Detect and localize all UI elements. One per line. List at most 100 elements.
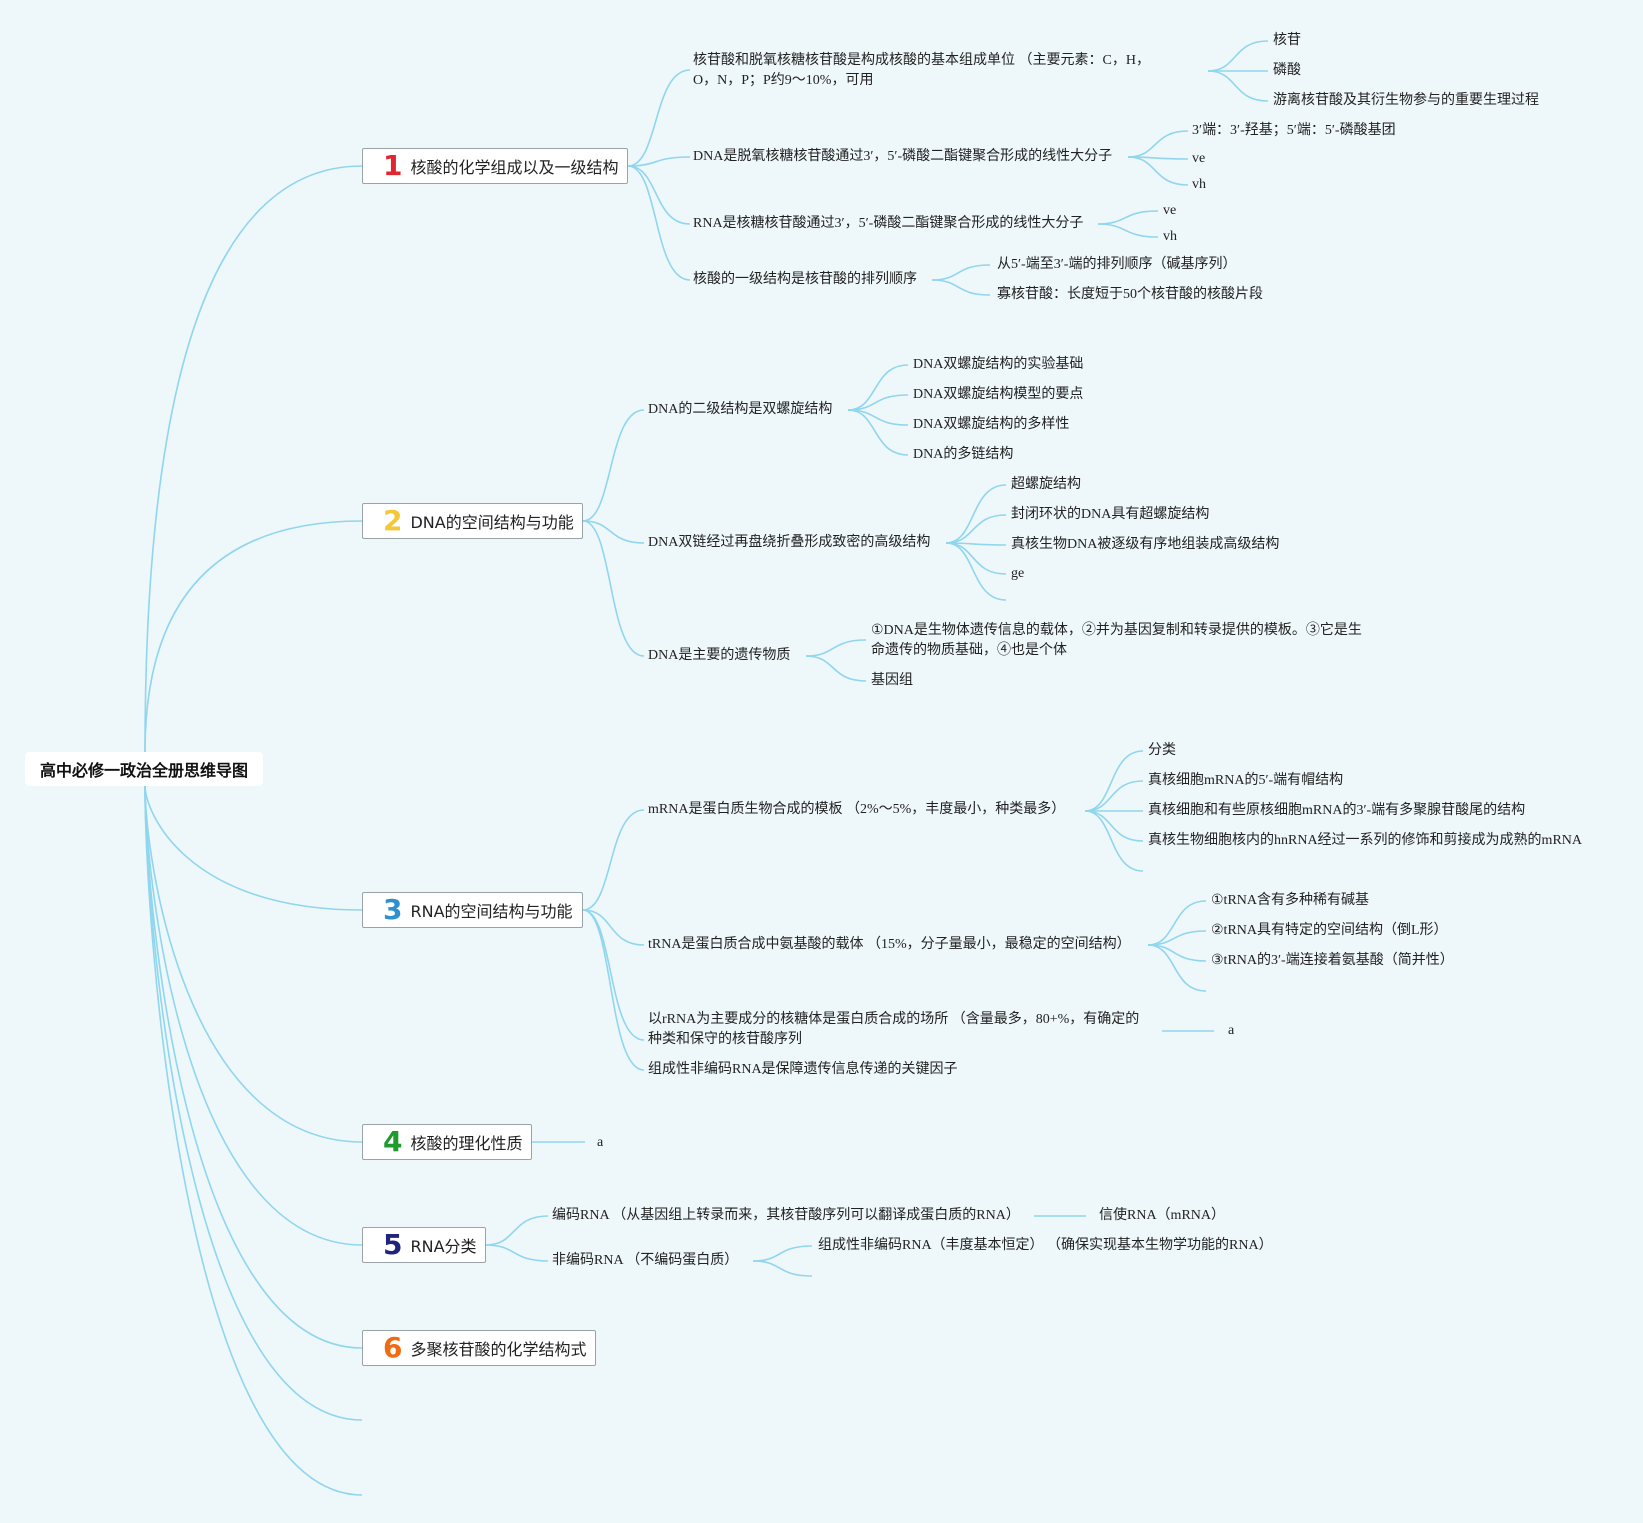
topic-6[interactable]: 6 多聚核苷酸的化学结构式: [362, 1330, 596, 1366]
topic-6-label: 多聚核苷酸的化学结构式: [410, 1340, 587, 1359]
t2-b1-child[interactable]: DNA双螺旋结构的实验基础: [913, 357, 1084, 372]
root-connector: [144, 785, 363, 1496]
root-connector: [144, 785, 363, 1349]
root-connector: [144, 785, 363, 1143]
t1-b1-child[interactable]: 核苷: [1273, 33, 1301, 48]
t3-b3-child[interactable]: a: [1228, 1023, 1235, 1038]
connector-line: [931, 264, 991, 281]
topic-2-label: DNA的空间结构与功能: [410, 513, 574, 532]
t3-b1-child[interactable]: 真核细胞和有些原核细胞mRNA的3′-端有多聚腺苷酸尾的结构: [1148, 803, 1526, 818]
topic-4-number: 4: [383, 1125, 403, 1158]
t1-b4-child[interactable]: 从5′-端至3′-端的排列顺序（碱基序列）: [997, 257, 1237, 272]
connector-line: [1147, 900, 1207, 946]
t1-b2-child[interactable]: vh: [1192, 177, 1206, 192]
t2-b3-child[interactable]: 基因组: [871, 673, 913, 688]
t5-b2-child[interactable]: 组成性非编码RNA（丰度基本恒定） （确保实现基本生物学功能的RNA）: [818, 1238, 1273, 1253]
t1-b2-child[interactable]: 3′端：3′-羟基；5′端：5′-磷酸基团: [1192, 123, 1396, 138]
connector-line: [805, 639, 867, 657]
t2-branch-3[interactable]: DNA是主要的遗传物质: [648, 648, 791, 663]
t2-b1-child[interactable]: DNA双螺旋结构模型的要点: [913, 387, 1084, 402]
connector-line: [847, 409, 909, 426]
topic-4-label: 核酸的理化性质: [410, 1134, 523, 1153]
topic-1-number: 1: [383, 149, 403, 182]
t4-child[interactable]: a: [597, 1135, 604, 1150]
connector-line: [485, 1244, 549, 1262]
connector-line: [945, 514, 1007, 544]
connector-line: [1127, 130, 1189, 158]
connector-line: [752, 1260, 813, 1277]
t1-b3-child[interactable]: ve: [1163, 203, 1177, 218]
topic-2-number: 2: [383, 504, 403, 537]
connector-line: [945, 484, 1007, 544]
t3-b1-child[interactable]: 真核细胞mRNA的5′-端有帽结构: [1148, 773, 1344, 788]
topic-5-number: 5: [383, 1228, 403, 1261]
t1-branch-2[interactable]: DNA是脱氧核糖核苷酸通过3′，5′-磷酸二酯键聚合形成的线性大分子: [693, 149, 1113, 164]
topic-6-number: 6: [383, 1331, 403, 1364]
connector-line: [1084, 810, 1144, 872]
topic-1[interactable]: 1 核酸的化学组成以及一级结构: [362, 148, 628, 184]
connector-line: [1084, 780, 1144, 812]
root-connector: [144, 785, 363, 1246]
connector-line: [805, 655, 867, 682]
connector-line: [1207, 40, 1269, 72]
t1-b3-child[interactable]: vh: [1163, 229, 1177, 244]
t2-b1-child[interactable]: DNA双螺旋结构的多样性: [913, 417, 1070, 432]
t2-b2-child[interactable]: ge: [1011, 566, 1025, 581]
t1-b4-child[interactable]: 寡核苷酸：长度短于50个核苷酸的核酸片段: [997, 287, 1263, 302]
topic-5-label: RNA分类: [410, 1237, 477, 1256]
t2-branch-2[interactable]: DNA双链经过再盘绕折叠形成致密的高级结构: [648, 535, 931, 550]
t2-b2-child[interactable]: 超螺旋结构: [1011, 477, 1081, 492]
t3-b1-child[interactable]: 真核生物细胞核内的hnRNA经过一系列的修饰和剪接成为成熟的mRNA: [1148, 833, 1583, 848]
t1-b1-child[interactable]: 磷酸: [1273, 63, 1301, 78]
connector-line: [627, 165, 691, 281]
connector-line: [1084, 810, 1144, 842]
connector-line: [1207, 70, 1269, 102]
t1-b2-child[interactable]: ve: [1192, 151, 1206, 166]
root-connector: [144, 520, 363, 753]
connector-line: [752, 1245, 813, 1262]
t3-b2-child[interactable]: ②tRNA具有特定的空间结构（倒L形）: [1211, 923, 1448, 938]
root-connector: [144, 785, 363, 911]
topic-4[interactable]: 4 核酸的理化性质: [362, 1124, 532, 1160]
t3-b1-child[interactable]: 分类: [1148, 743, 1176, 758]
t1-b1-child[interactable]: 游离核苷酸及其衍生物参与的重要生理过程: [1273, 93, 1539, 108]
t2-b1-child[interactable]: DNA的多链结构: [913, 447, 1014, 462]
t1-branch-1[interactable]: 核苷酸和脱氧核糖核苷酸是构成核酸的基本组成单位 （主要元素：C，H，O，N，P；…: [693, 53, 1150, 88]
t2-b2-child[interactable]: 真核生物DNA被逐级有序地组装成高级结构: [1011, 537, 1280, 552]
t5-b1-child[interactable]: 信使RNA（mRNA）: [1099, 1208, 1226, 1223]
t2-branch-1[interactable]: DNA的二级结构是双螺旋结构: [648, 402, 833, 417]
connector-line: [945, 542, 1007, 601]
t3-b2-child[interactable]: ①tRNA含有多种稀有碱基: [1211, 893, 1369, 908]
root-connector: [144, 165, 363, 753]
connector-line: [485, 1215, 549, 1246]
connector-line: [847, 409, 909, 456]
connector-line: [1084, 750, 1144, 812]
t3-branch-4[interactable]: 组成性非编码RNA是保障遗传信息传递的关键因子: [648, 1062, 958, 1077]
t5-branch-1[interactable]: 编码RNA （从基因组上转录而来，其核苷酸序列可以翻译成蛋白质的RNA）: [552, 1208, 1020, 1223]
t2-b3-child[interactable]: ①DNA是生物体遗传信息的载体，②并为基因复制和转录提供的模板。③它是生命遗传的…: [871, 623, 1362, 658]
t3-branch-3[interactable]: 以rRNA为主要成分的核糖体是蛋白质合成的场所 （含量最多，80+%，有确定的种…: [648, 1012, 1140, 1047]
connector-line: [582, 409, 645, 522]
root-topic[interactable]: 高中必修一政治全册思维导图: [25, 752, 263, 786]
connector-line: [931, 279, 991, 296]
t3-branch-1[interactable]: mRNA是蛋白质生物合成的模板 （2%～5%，丰度最小，种类最多）: [648, 802, 1066, 817]
connector-line: [582, 520, 645, 657]
connector-line: [582, 909, 645, 1071]
t1-branch-3[interactable]: RNA是核糖核苷酸通过3′，5′-磷酸二酯键聚合形成的线性大分子: [693, 216, 1084, 231]
connector-line: [945, 542, 1007, 575]
topic-2[interactable]: 2 DNA的空间结构与功能: [362, 503, 583, 539]
topic-5[interactable]: 5 RNA分类: [362, 1227, 486, 1263]
connector-line: [582, 809, 645, 911]
t3-branch-2[interactable]: tRNA是蛋白质合成中氨基酸的载体 （15%，分子量最小，最稳定的空间结构）: [648, 937, 1131, 952]
connector-line: [582, 520, 645, 544]
t5-branch-2[interactable]: 非编码RNA （不编码蛋白质）: [552, 1253, 739, 1268]
connector-line: [582, 909, 645, 946]
connector-line: [1097, 210, 1159, 225]
t3-b2-child[interactable]: ③tRNA的3′-端连接着氨基酸（简并性）: [1211, 953, 1454, 968]
topic-3[interactable]: 3 RNA的空间结构与功能: [362, 892, 583, 928]
root-connector: [144, 785, 363, 1421]
t2-b2-child[interactable]: 封闭环状的DNA具有超螺旋结构: [1011, 507, 1210, 522]
t1-branch-4[interactable]: 核酸的一级结构是核苷酸的排列顺序: [693, 272, 917, 287]
